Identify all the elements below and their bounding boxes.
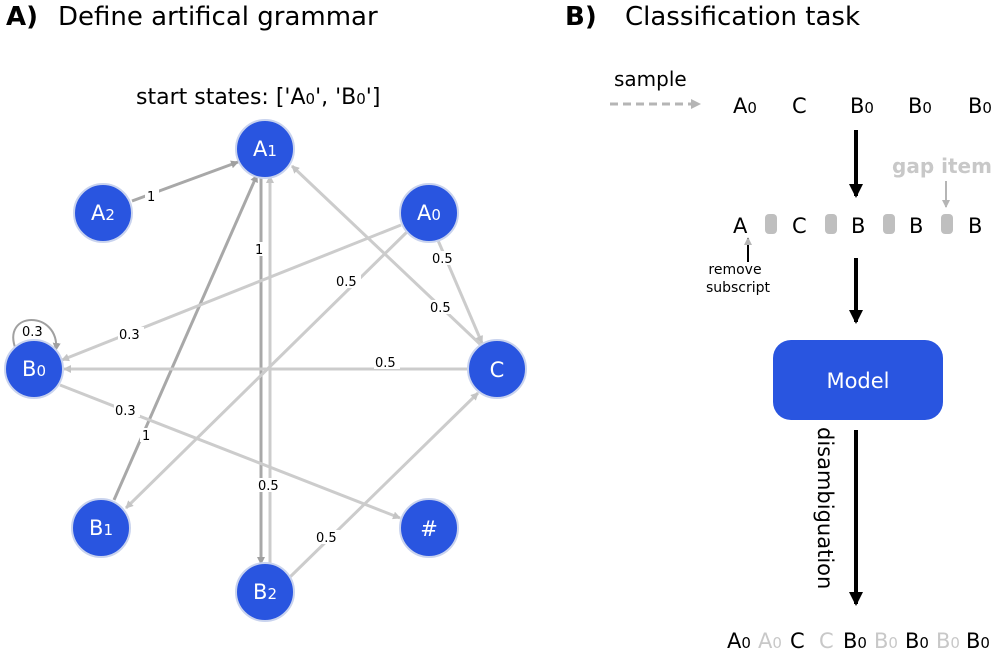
row3-token-8: B0: [936, 629, 960, 651]
edge-label-a0-b1: 0.5: [336, 275, 357, 290]
sequence-row-3: A0 A0 C C B0 B0 B0 B0 B0: [727, 629, 990, 651]
svg-text:#: #: [420, 517, 438, 541]
edge-label-a0-c: 0.5: [432, 252, 453, 267]
node-a2: A2: [73, 183, 133, 243]
svg-text:B1: B1: [89, 516, 113, 540]
remove-label-line1: remove: [708, 262, 761, 278]
node-c: C: [467, 339, 527, 399]
row1-token-4: B0: [908, 94, 932, 118]
svg-text:A2: A2: [91, 201, 115, 225]
disambiguation-label: disambiguation: [813, 427, 837, 589]
model-label: Model: [826, 369, 889, 393]
panel-a-letter: A): [6, 2, 38, 32]
row1-token-2: C: [792, 94, 807, 118]
row3-token-2: A0: [758, 629, 782, 651]
row3-token-6: B0: [874, 629, 898, 651]
gap-item-label: gap item: [892, 154, 992, 178]
edge-label-a1-b2: 0.5: [258, 479, 279, 494]
edge-b0-self: [12, 319, 61, 351]
edge-label-c-a1: 0.5: [430, 301, 451, 316]
row2-token-5: B: [968, 214, 982, 238]
row2-token-2: C: [792, 214, 807, 238]
edge-label-b1-a1: 1: [142, 429, 150, 444]
gap-item-1: [765, 214, 777, 234]
edge-a0-b0: [61, 223, 402, 362]
row1-token-1: A0: [733, 94, 757, 118]
row2-token-3: B: [851, 214, 865, 238]
svg-text:A0: A0: [417, 201, 441, 225]
edge-label-b2-c: 0.5: [316, 531, 337, 546]
sequence-row-1: A0 C B0 B0 B0: [733, 94, 992, 118]
edge-label-a1-vertical: 1: [255, 243, 263, 258]
row1-token-3: B0: [850, 94, 874, 118]
node-a1: A1: [235, 119, 295, 179]
row3-token-1: A0: [727, 629, 751, 651]
row3-token-9: B0: [966, 629, 990, 651]
row3-token-4: C: [819, 629, 834, 651]
remove-label-line2: subscript: [706, 280, 771, 296]
edge-b1-a1: [112, 174, 259, 501]
row3-token-5: B0: [843, 629, 867, 651]
edge-label-a2-a1: 1: [147, 190, 155, 205]
node-b0: B0: [4, 339, 64, 399]
svg-text:C: C: [490, 358, 505, 382]
panel-b-letter: B): [565, 2, 597, 32]
panel-b-title: Classification task: [625, 2, 860, 32]
svg-text:A1: A1: [253, 137, 277, 161]
edge-label-b0-hash: 0.3: [115, 404, 136, 419]
gap-item-4: [941, 214, 953, 234]
node-a0: A0: [399, 183, 459, 243]
svg-text:B2: B2: [253, 580, 277, 604]
edge-labels: 1 1 1 0.5 0.5 0.5 0.3 0.5 0.3 0.5 0.5 0.…: [22, 189, 457, 546]
nodes: A1 A0 C # B2 B1 B0 A2: [4, 119, 527, 622]
edge-c-a1: [290, 164, 484, 348]
edge-label-a0-b0: 0.3: [119, 328, 140, 343]
node-b2: B2: [235, 562, 295, 622]
panel-a-title: Define artifical grammar: [58, 2, 378, 32]
row2-token-1: A: [733, 214, 748, 238]
svg-text:B0: B0: [22, 357, 46, 381]
row2-token-4: B: [909, 214, 923, 238]
row3-token-3: C: [790, 629, 805, 651]
gap-item-2: [825, 214, 837, 234]
model-box: [773, 340, 943, 420]
edge-b2-c: [288, 391, 480, 579]
row3-token-7: B0: [905, 629, 929, 651]
edge-label-b0-self: 0.3: [22, 325, 43, 340]
sample-label: sample: [614, 67, 687, 91]
start-states-label: start states: ['A0', 'B0']: [136, 85, 380, 110]
sequence-row-2: A C B B B: [733, 214, 982, 238]
gap-item-3: [883, 214, 895, 234]
row1-token-5: B0: [968, 94, 992, 118]
node-b1: B1: [71, 498, 131, 558]
edge-label-c-b0: 0.5: [375, 356, 396, 371]
node-hash: #: [399, 498, 459, 558]
